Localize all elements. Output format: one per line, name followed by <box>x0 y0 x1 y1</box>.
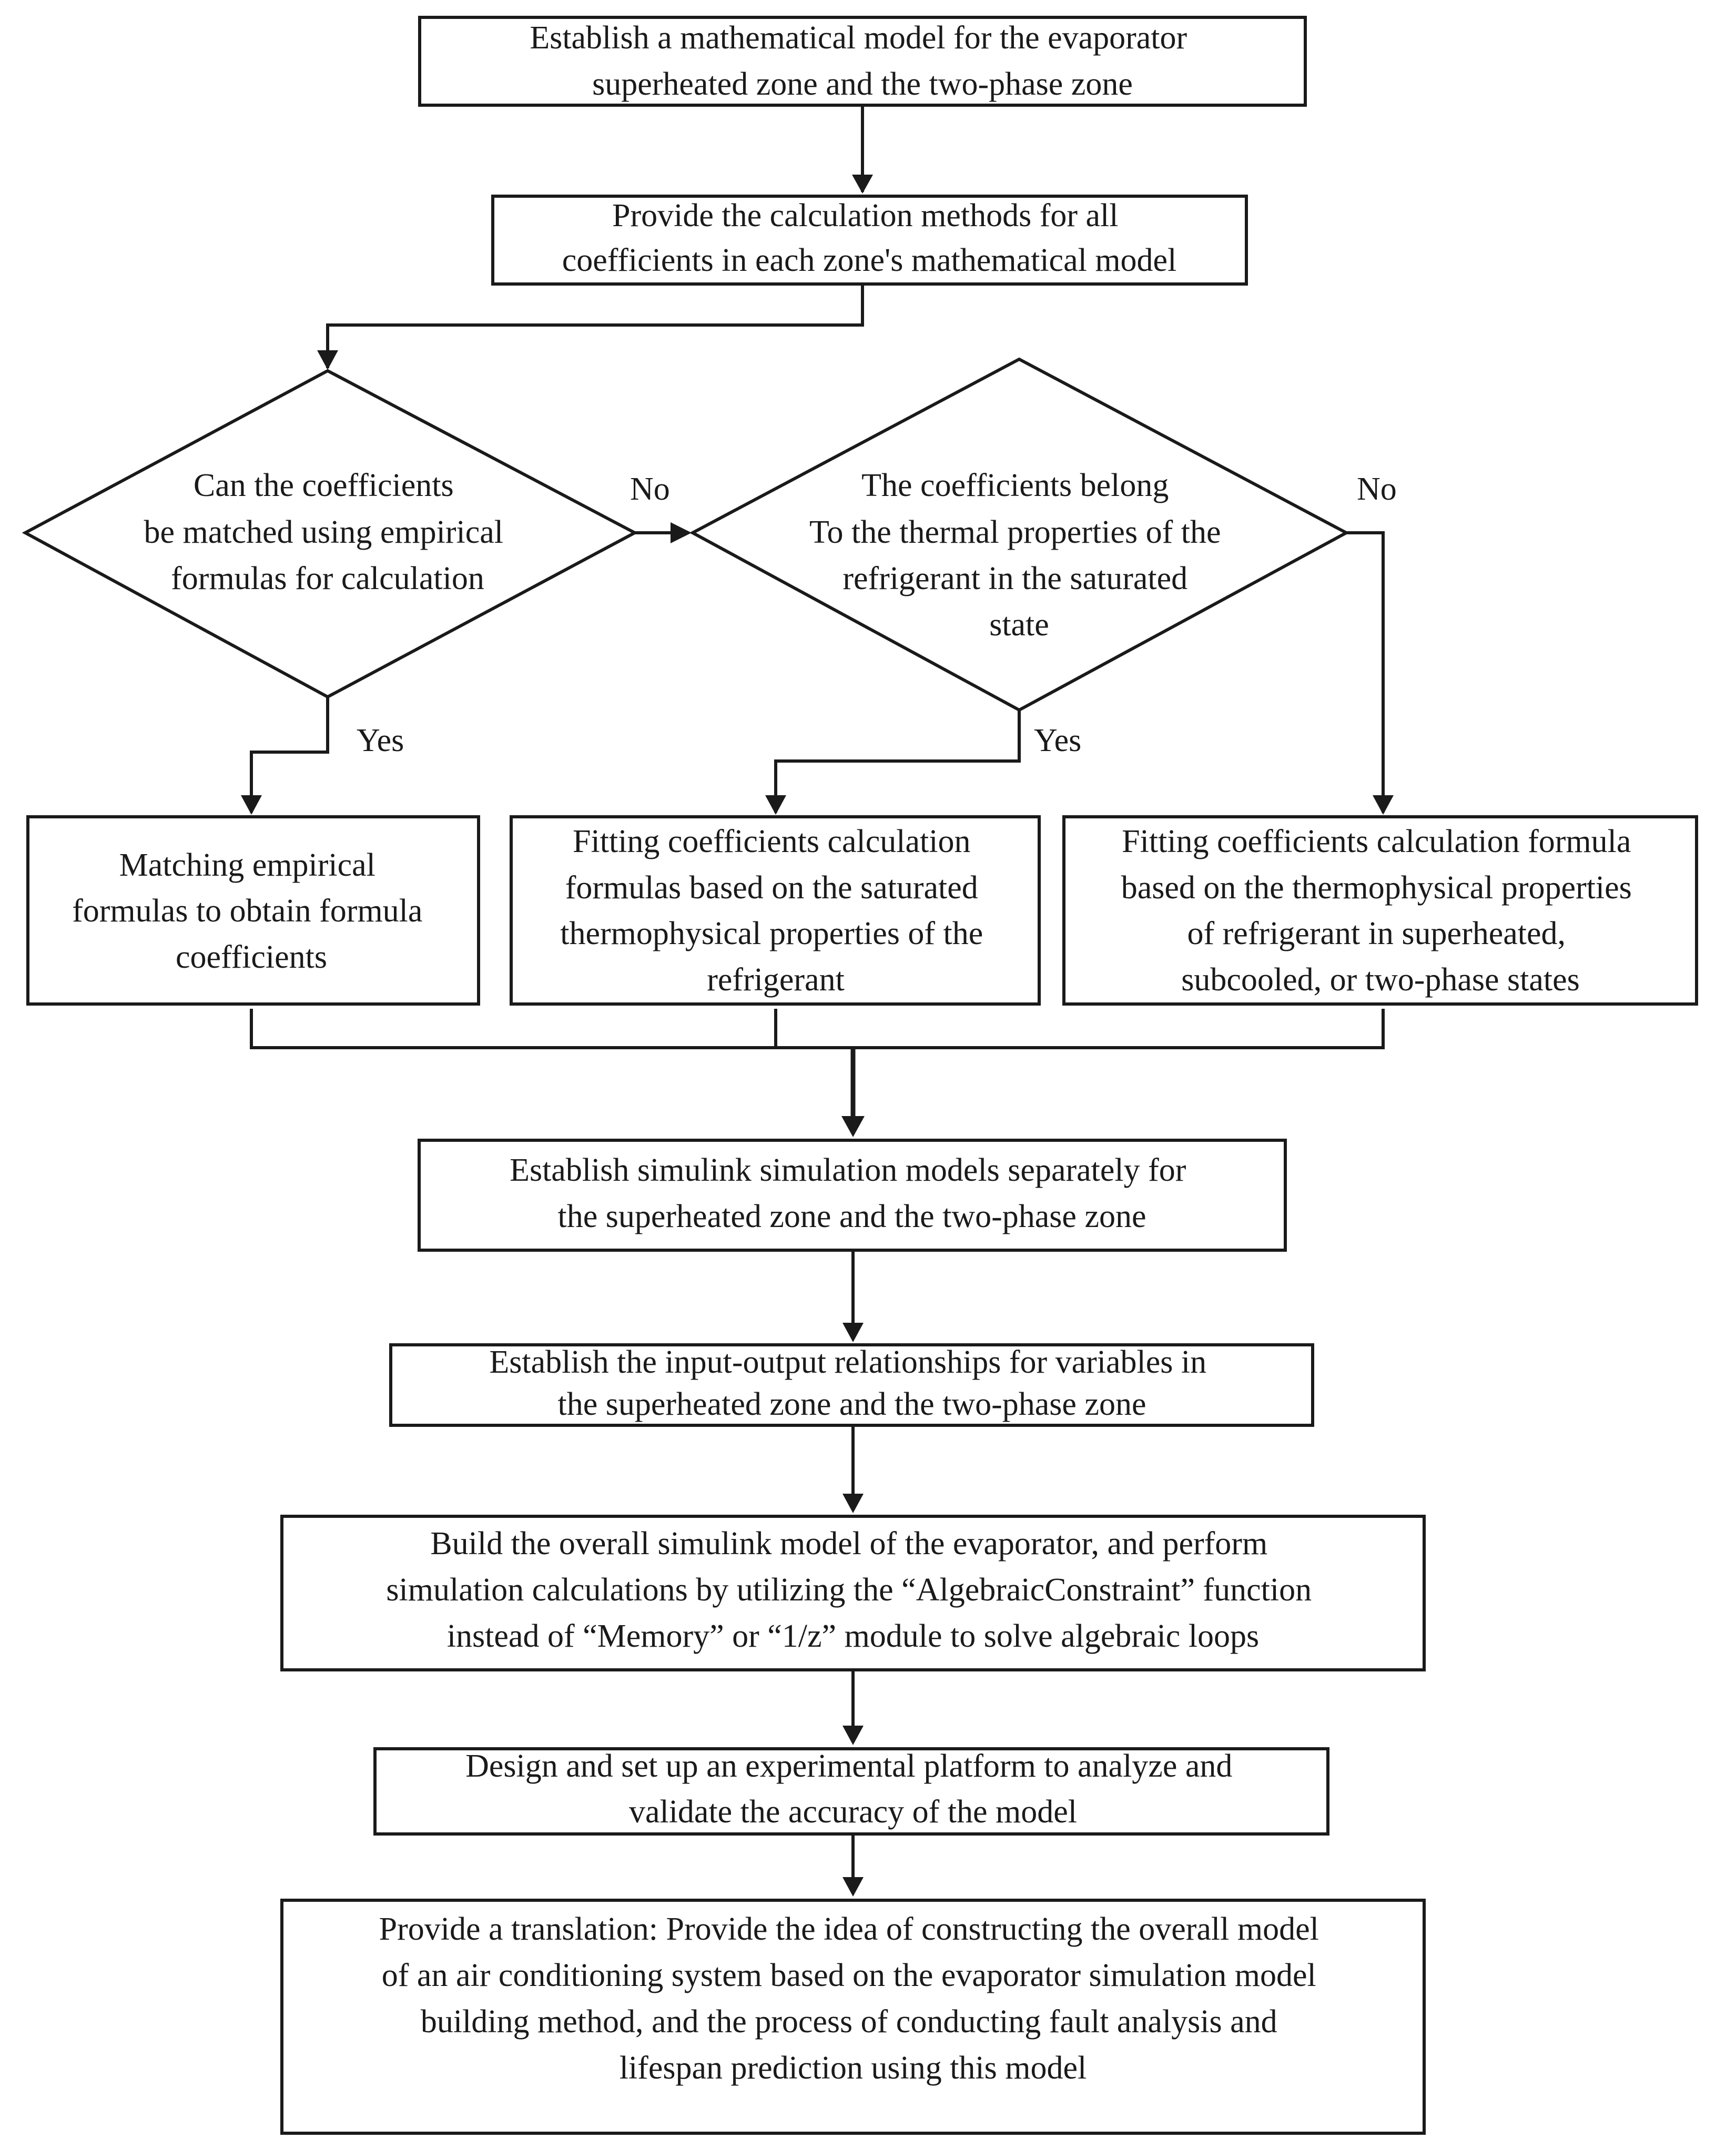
decision-empirical-line-1: Can the coefficients <box>194 468 454 503</box>
simulink-separate-line-1: Establish simulink simulation models sep… <box>510 1152 1186 1188</box>
establish-model-box <box>418 16 1307 107</box>
decision-empirical-line-3: formulas for calculation <box>171 561 484 596</box>
simulink-separate-line-2: the superheated zone and the two-phase z… <box>558 1199 1146 1234</box>
fitting-other-states-text: Fitting coefficients calculation formula… <box>1121 824 1640 998</box>
arrowhead-to-overall <box>842 1494 864 1513</box>
arrowhead-to-simulink <box>841 1116 865 1137</box>
matching-empirical-text: Matching empirical formulas to obtain fo… <box>72 847 431 975</box>
provide-methods-line-1: Provide the calculation methods for all <box>612 198 1118 234</box>
experimental-platform-line-1: Design and set up an experimental platfo… <box>465 1748 1232 1784</box>
translation-line-4: lifespan prediction using this model <box>620 2050 1087 2086</box>
translation-line-1: Provide a translation: Provide the idea … <box>379 1911 1319 1947</box>
edge-provide-to-decision-empirical <box>326 284 864 368</box>
matching-empirical-line-3: coefficients <box>176 939 327 975</box>
fitting-other-line-1: Fitting coefficients calculation formula <box>1122 824 1631 859</box>
translation-line-3: building method, and the process of cond… <box>421 2004 1277 2040</box>
fitting-saturated-line-1: Fitting coefficients calculation <box>573 824 970 859</box>
decision-saturated-line-3: refrigerant in the saturated <box>842 561 1187 596</box>
matching-empirical-line-1: Matching empirical <box>119 847 375 883</box>
translation-line-2: of an air conditioning system based on t… <box>382 1958 1316 1993</box>
provide-methods-line-2: coefficients in each zone's mathematical… <box>562 242 1177 278</box>
simulink-separate-text: Establish simulink simulation models sep… <box>510 1152 1194 1234</box>
io-relationships-box <box>389 1343 1314 1427</box>
arrowhead-to-fitting-other <box>1373 795 1394 815</box>
io-relationships-line-1: Establish the input-output relationships… <box>489 1344 1206 1380</box>
simulink-separate-box <box>418 1139 1287 1252</box>
overall-simulink-line-3: instead of “Memory” or “1/z” module to s… <box>447 1618 1259 1654</box>
experimental-platform-box <box>373 1747 1329 1836</box>
edge-label-no-2: No <box>1357 471 1397 507</box>
fitting-saturated-line-4: refrigerant <box>707 962 845 998</box>
decision-empirical-text: Can the coefficients be matched using em… <box>144 468 512 596</box>
fitting-other-line-3: of refrigerant in superheated, <box>1187 916 1566 951</box>
fitting-saturated-box <box>510 815 1041 1006</box>
edge-merge-bar <box>250 1009 1385 1049</box>
edge-labels: No No Yes Yes <box>357 471 1397 758</box>
node-shapes <box>22 16 1698 2135</box>
overall-simulink-line-1: Build the overall simulink model of the … <box>430 1526 1267 1562</box>
node-labels: Establish a mathematical model for the e… <box>72 20 1640 2086</box>
matching-empirical-line-2: formulas to obtain formula <box>72 893 422 929</box>
provide-methods-text: Provide the calculation methods for all … <box>562 198 1177 278</box>
experimental-platform-line-2: validate the accuracy of the model <box>629 1794 1077 1830</box>
edge-decision-empirical-yes <box>250 697 329 813</box>
fitting-saturated-line-2: formulas based on the saturated <box>565 870 978 906</box>
establish-model-line-1: Establish a mathematical model for the e… <box>530 20 1187 56</box>
fitting-other-states-box <box>1062 815 1698 1006</box>
provide-methods-box <box>491 195 1248 286</box>
edge-decision-saturated-yes <box>774 710 1021 813</box>
decision-saturated-line-1: The coefficients belong <box>861 468 1169 503</box>
arrowhead-to-decision-empirical <box>317 350 338 370</box>
fitting-saturated-line-3: thermophysical properties of the <box>560 916 983 951</box>
arrowhead-to-decision-saturated <box>671 522 692 543</box>
arrowhead-to-matching <box>241 795 262 815</box>
decision-saturated-text: The coefficients belong To the thermal p… <box>809 468 1229 643</box>
arrowhead-to-experimental <box>842 1726 864 1745</box>
arrowhead-to-translation <box>842 1877 864 1897</box>
experimental-platform-text: Design and set up an experimental platfo… <box>465 1748 1241 1830</box>
establish-model-text: Establish a mathematical model for the e… <box>530 20 1195 102</box>
arrowhead-establish-to-provide <box>852 175 873 194</box>
connectors <box>241 105 1394 1897</box>
io-relationships-line-2: the superheated zone and the two-phase z… <box>558 1386 1146 1422</box>
edge-decision-saturated-no <box>1346 531 1385 813</box>
fitting-other-line-2: based on the thermophysical properties <box>1121 870 1632 906</box>
edge-label-yes-1: Yes <box>357 723 404 758</box>
decision-saturated-line-4: state <box>989 607 1049 643</box>
io-relationships-text: Establish the input-output relationships… <box>489 1344 1214 1422</box>
decision-saturated-line-2: To the thermal properties of the <box>809 514 1221 550</box>
arrowhead-to-io <box>842 1323 864 1342</box>
overall-simulink-text: Build the overall simulink model of the … <box>386 1526 1319 1654</box>
translation-box <box>280 1899 1426 2135</box>
fitting-other-line-4: subcooled, or two-phase states <box>1181 962 1580 998</box>
fitting-saturated-text: Fitting coefficients calculation formula… <box>560 824 991 998</box>
matching-empirical-box <box>26 815 480 1006</box>
arrowhead-to-fitting-saturated <box>765 795 786 815</box>
establish-model-line-2: superheated zone and the two-phase zone <box>592 66 1133 102</box>
overall-simulink-line-2: simulation calculations by utilizing the… <box>386 1572 1312 1608</box>
overall-simulink-box <box>280 1515 1426 1671</box>
edge-label-yes-2: Yes <box>1034 723 1081 758</box>
decision-saturated-diamond <box>689 357 1350 712</box>
translation-text: Provide a translation: Provide the idea … <box>379 1911 1327 2086</box>
decision-empirical-line-2: be matched using empirical <box>144 514 503 550</box>
decision-empirical-diamond <box>22 369 638 699</box>
edge-label-no-1: No <box>630 471 670 507</box>
